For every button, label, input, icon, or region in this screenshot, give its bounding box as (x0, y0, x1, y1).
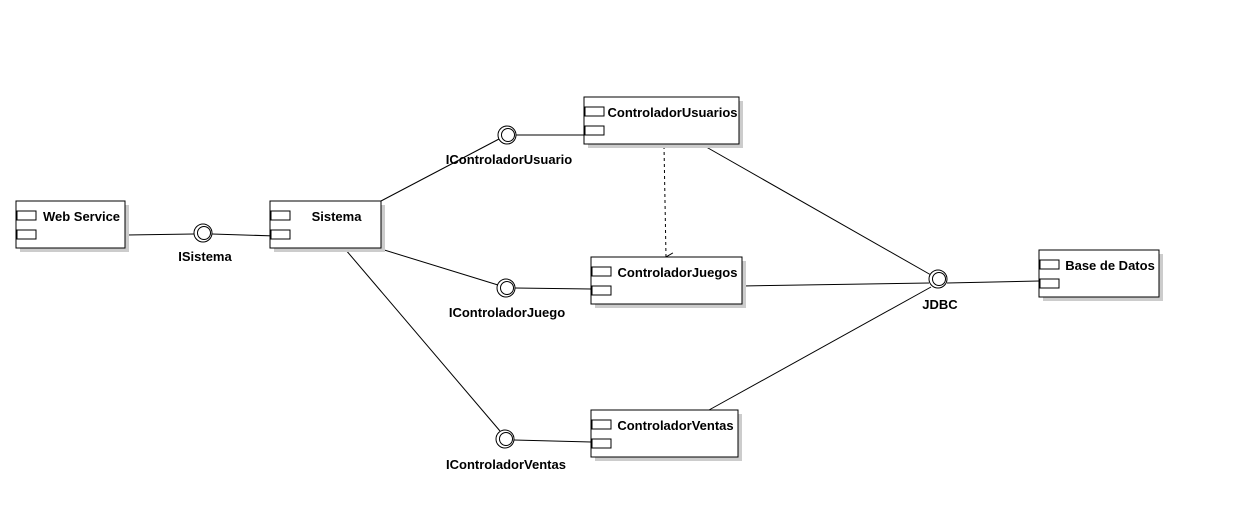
connector-isistema-to-sistema (211, 233, 277, 237)
component-icon-tab (584, 125, 605, 136)
component-sistema[interactable]: Sistema (269, 200, 385, 252)
component-icon-tab (16, 229, 37, 240)
component-box (590, 409, 739, 458)
component-label-sistema: Sistema (312, 209, 363, 224)
component-label-controlador-juegos: ControladorJuegos (618, 265, 738, 280)
component-controlador-juegos[interactable]: ControladorJuegos (590, 256, 746, 308)
component-label-controlador-ventas: ControladorVentas (617, 418, 733, 433)
connector-controlador-juegos-to-jdbc (741, 282, 930, 287)
connector-sistema-to-icontrolador-usuario (380, 138, 500, 202)
component-controlador-usuarios[interactable]: ControladorUsuarios (583, 96, 743, 148)
interface-label-icontrolador-ventas: IControladorVentas (446, 457, 566, 472)
nodes-layer: Web Service Sistema ControladorUsuariosCon… (15, 96, 1163, 472)
component-box (583, 96, 740, 145)
connector-icontrolador-juego-to-controlador-juegos (514, 287, 592, 290)
component-box (1038, 249, 1160, 298)
lollipop-icon (197, 226, 211, 240)
component-icon-tab (584, 106, 605, 117)
component-controlador-ventas[interactable]: ControladorVentas (590, 409, 742, 461)
lollipop-icon (500, 281, 514, 295)
connector-icontrolador-ventas-to-controlador-ventas (513, 439, 592, 443)
connector-jdbc-to-base-de-datos (946, 280, 1040, 284)
connector-sistema-to-icontrolador-juego (380, 248, 499, 286)
lollipop-icon (499, 432, 513, 446)
connector-web-service-to-isistema (124, 233, 195, 236)
interface-jdbc[interactable]: JDBC (922, 269, 958, 312)
interface-label-icontrolador-usuario: IControladorUsuario (446, 152, 572, 167)
component-label-base-de-datos: Base de Datos (1065, 258, 1155, 273)
component-icon-tab (591, 419, 612, 430)
component-box (269, 200, 382, 249)
component-icon-tab (1039, 278, 1060, 289)
component-icon-tab (1039, 259, 1060, 270)
component-label-controlador-usuarios: ControladorUsuarios (607, 105, 737, 120)
component-web-service[interactable]: Web Service (15, 200, 129, 252)
interface-label-isistema: ISistema (178, 249, 232, 264)
interface-label-jdbc: JDBC (922, 297, 958, 312)
component-icon-tab (591, 438, 612, 449)
component-box (15, 200, 126, 249)
interface-icontrolador-ventas[interactable]: IControladorVentas (446, 429, 566, 472)
interface-label-icontrolador-juego: IControladorJuego (449, 305, 565, 320)
lollipop-icon (501, 128, 515, 142)
component-icon-tab (591, 266, 612, 277)
component-icon-tab (270, 229, 291, 240)
dependency-arrow-controlador-usuarios-to-controlador-juegos (663, 145, 674, 262)
lollipop-icon (932, 272, 946, 286)
component-label-web-service: Web Service (43, 209, 120, 224)
connector-controlador-ventas-to-jdbc (708, 286, 932, 411)
component-box (590, 256, 743, 305)
component-icon-tab (591, 285, 612, 296)
interface-isistema[interactable]: ISistema (178, 223, 233, 264)
component-base-de-datos[interactable]: Base de Datos (1038, 249, 1163, 301)
component-icon-tab (16, 210, 37, 221)
interface-icontrolador-juego[interactable]: IControladorJuego (449, 278, 565, 320)
connections-layer (124, 134, 1040, 443)
interface-icontrolador-usuario[interactable]: IControladorUsuario (446, 125, 572, 167)
connector-controlador-usuarios-to-jdbc (700, 143, 932, 276)
component-icon-tab (270, 210, 291, 221)
connector-sistema-to-icontrolador-ventas (344, 248, 501, 432)
